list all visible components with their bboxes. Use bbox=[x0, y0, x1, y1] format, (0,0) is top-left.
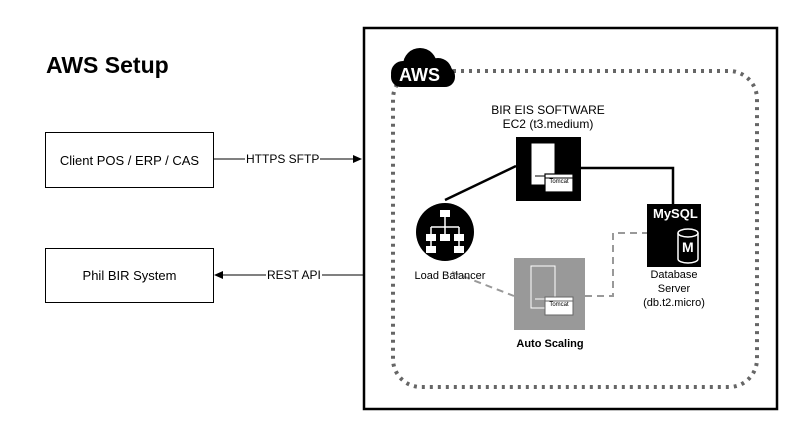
https-sftp-label: HTTPS SFTP bbox=[245, 152, 321, 166]
ec2-label-line2: EC2 (t3.medium) bbox=[502, 117, 594, 131]
load-balancer-label: Load Balancer bbox=[414, 270, 486, 282]
page-title: AWS Setup bbox=[46, 52, 169, 78]
client-box: Client POS / ERP / CAS bbox=[45, 132, 214, 188]
aws-badge-text: AWS bbox=[399, 65, 441, 85]
autoscale-tomcat-label: Tomcat bbox=[549, 302, 569, 308]
ec2-tomcat-label: Tomcat bbox=[549, 179, 569, 185]
bir-system-label: Phil BIR System bbox=[82, 268, 177, 283]
load-balancer-icon bbox=[416, 203, 474, 261]
aws-cloud-icon bbox=[391, 48, 455, 87]
rest-api-label: REST API bbox=[266, 268, 322, 282]
database-label-line2: Server bbox=[657, 283, 691, 295]
database-label: Database Server (db.t2.micro) bbox=[624, 268, 724, 310]
ec2-label: BIR EIS SOFTWARE EC2 (t3.medium) bbox=[488, 103, 608, 131]
database-icon bbox=[647, 204, 701, 267]
database-label-line3: (db.t2.micro) bbox=[643, 297, 705, 309]
lb-ec2-link bbox=[444, 164, 517, 202]
db-m-label: M bbox=[682, 239, 694, 255]
auto-scaling-icon bbox=[514, 258, 585, 330]
ec2-label-line1: BIR EIS SOFTWARE bbox=[491, 103, 605, 117]
vpc-dotted-region bbox=[391, 69, 759, 389]
autoscale-db-link bbox=[585, 232, 647, 297]
client-box-label: Client POS / ERP / CAS bbox=[59, 152, 200, 168]
mysql-label: MySQL bbox=[653, 206, 698, 221]
ec2-db-link bbox=[581, 166, 675, 204]
database-label-line1: Database bbox=[650, 269, 698, 281]
aws-frame bbox=[362, 26, 779, 411]
auto-scaling-label: Auto Scaling bbox=[516, 338, 584, 350]
bir-system-box: Phil BIR System bbox=[45, 248, 214, 303]
ec2-instance-icon bbox=[516, 137, 581, 201]
